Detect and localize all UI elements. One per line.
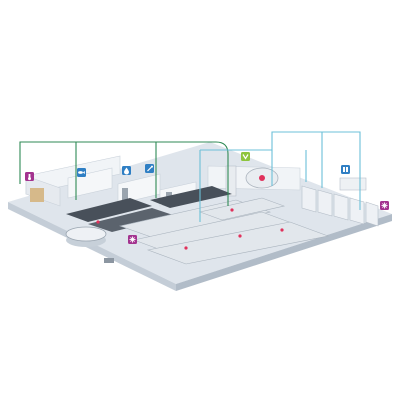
round-tank xyxy=(65,226,107,247)
badge-sensor xyxy=(341,165,350,174)
process-table xyxy=(146,221,330,265)
fish-icon xyxy=(78,171,85,174)
badge-water-drop xyxy=(122,166,131,175)
machine-column xyxy=(225,165,237,197)
tank-valve xyxy=(259,175,265,181)
sensor-icon xyxy=(343,167,348,172)
floor-drain xyxy=(104,258,114,263)
shelf-unit xyxy=(333,193,349,221)
tank-top xyxy=(65,226,107,242)
red-marker xyxy=(184,246,188,250)
shelf-unit xyxy=(365,201,379,227)
cold-room-shelving xyxy=(301,185,379,227)
badge-cooling xyxy=(128,235,137,244)
red-marker xyxy=(96,220,100,224)
shelf-unit xyxy=(349,197,365,225)
process-table xyxy=(198,197,286,221)
dark-conveyor xyxy=(66,198,152,222)
red-marker xyxy=(238,234,242,238)
badge-thermometer xyxy=(25,172,34,181)
badge-snowflake xyxy=(380,201,389,210)
green-pipe-left xyxy=(19,141,229,206)
wrench-icon xyxy=(147,165,153,172)
blue-pipe-main xyxy=(200,131,361,210)
shelf-unit xyxy=(317,189,333,217)
water-drop-icon xyxy=(124,167,129,175)
dark-conveyors xyxy=(66,186,232,232)
dark-conveyor xyxy=(88,208,176,232)
valve-icon xyxy=(242,154,249,160)
dark-conveyor xyxy=(150,186,232,208)
red-markers xyxy=(96,208,284,250)
badge-fish xyxy=(77,168,86,177)
storage-rack xyxy=(30,188,44,202)
right-building xyxy=(207,165,367,197)
blue-pipes xyxy=(199,131,361,222)
floor-side-right xyxy=(176,214,392,291)
green-pipes xyxy=(19,141,229,206)
control-desk xyxy=(339,177,367,191)
red-marker xyxy=(230,208,234,212)
badge-wrench xyxy=(145,164,154,173)
snowflake-icon xyxy=(381,202,388,209)
thermometer-icon xyxy=(28,174,31,181)
door xyxy=(122,188,128,200)
red-marker xyxy=(280,228,284,232)
cooling-icon xyxy=(129,236,136,243)
shelf-unit xyxy=(301,185,317,213)
badge-valve xyxy=(241,152,250,161)
